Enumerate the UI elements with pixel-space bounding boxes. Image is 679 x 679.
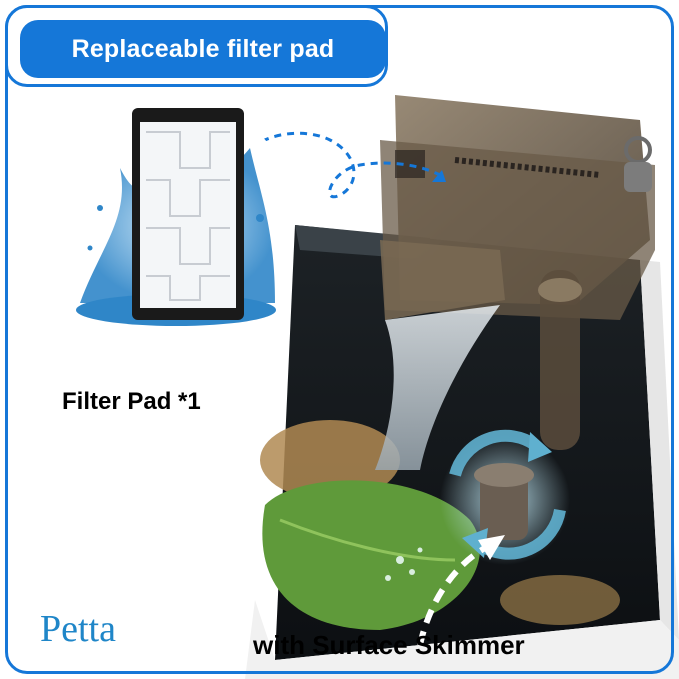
surface-skimmer	[440, 435, 570, 565]
filter-pad-illustration	[76, 108, 276, 326]
hang-on-filter	[380, 95, 655, 450]
filter-pad-label: Filter Pad *1	[62, 388, 201, 415]
title-box: Replaceable filter pad	[5, 5, 388, 87]
title-pill: Replaceable filter pad	[20, 20, 386, 78]
waterfall	[375, 305, 500, 470]
feature-caption: with Surface Skimmer	[253, 630, 525, 660]
leaf-decoration	[262, 480, 480, 630]
brand-logo-text: Petta	[40, 608, 116, 650]
blue-dashed-arrow-icon	[236, 131, 446, 199]
filter-pad-circle	[60, 98, 292, 330]
dashed-arrow-icon	[417, 535, 505, 646]
page-title: Replaceable filter pad	[71, 34, 335, 63]
